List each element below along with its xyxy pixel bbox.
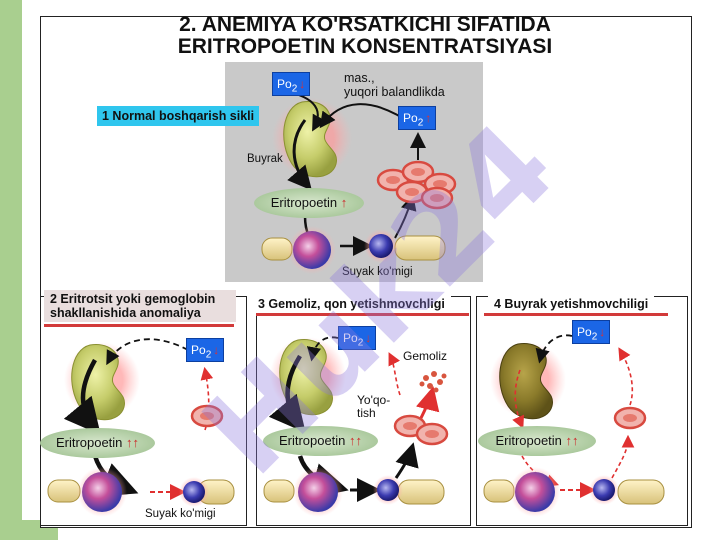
p3-kidney-icon	[270, 337, 346, 416]
title-line-1: 2. ANEMIYA KO'RSATKICHI SIFATIDA	[179, 13, 551, 36]
panel-3-title: 3 Gemoliz, qon yetishmovchligi	[252, 295, 451, 313]
panel-3-title-line	[256, 313, 469, 316]
main-po2-left: Po2↓	[272, 72, 311, 96]
main-epo-ellipse: Eritropoetin ↑	[254, 188, 364, 218]
panel-4-title: 4 Buyrak yetishmovchiligi	[488, 295, 655, 313]
p3-hemolysis-label: Gemoliz	[403, 349, 448, 363]
p2-kidney-icon	[64, 342, 140, 421]
p2-rbc-icon	[190, 404, 224, 428]
main-rbc-cluster-icon	[376, 160, 457, 210]
p3-epo-ellipse: Eritropoetin ↑↑	[263, 426, 378, 456]
panel-4-title-line	[484, 313, 668, 316]
p4-rbc-icon	[613, 406, 647, 430]
p4-po2-box: Po2↓	[572, 320, 611, 344]
p4-stem-cell-icon	[510, 467, 560, 517]
p3-loss-label: Yo'qo- tish	[357, 393, 391, 420]
normal-cycle-label: 1 Normal boshqarish sikli	[97, 106, 260, 126]
panel-2-title: 2 Eritrotsit yoki gemoglobin shakllanish…	[44, 290, 236, 322]
p2-stem-cell-icon	[77, 467, 127, 517]
p3-po2-box: Po2↓	[338, 326, 377, 350]
title-line-2: ERITROPOETIN KONSENTRATSIYASI	[177, 35, 553, 58]
p2-po2-box: Po2↓	[186, 338, 225, 362]
panel-2-title-line	[44, 324, 234, 327]
p4-bone-icon	[483, 479, 665, 505]
p3-hemolysis-fragments-icon	[419, 371, 447, 393]
p4-erythroblast-icon	[589, 475, 619, 505]
p2-marrow-label: Suyak ko'migi	[145, 508, 216, 520]
main-marrow-label: Suyak ko'migi	[342, 266, 413, 278]
p4-kidney-icon	[490, 342, 566, 420]
kidney-label: Buyrak	[247, 153, 283, 165]
main-erythroblast-icon	[364, 229, 398, 263]
slide-title: 2. ANEMIYA KO'RSATKICHI SIFATIDA ERITROP…	[40, 14, 690, 58]
p2-epo-ellipse: Eritropoetin ↑↑	[40, 428, 155, 458]
p2-erythroblast-icon	[179, 477, 209, 507]
p3-rbc-icon	[393, 414, 449, 446]
p3-stem-cell-icon	[293, 467, 343, 517]
main-po2-right: Po2↑	[398, 106, 437, 130]
sidebar-strip	[0, 0, 22, 540]
main-note-label: mas., yuqori balandlikda	[344, 71, 445, 99]
p4-epo-ellipse: Eritropoetin ↑↑	[478, 426, 596, 456]
p3-erythroblast-icon	[373, 475, 403, 505]
p3-bone-icon	[263, 479, 445, 505]
main-stem-cell-icon	[288, 226, 336, 274]
